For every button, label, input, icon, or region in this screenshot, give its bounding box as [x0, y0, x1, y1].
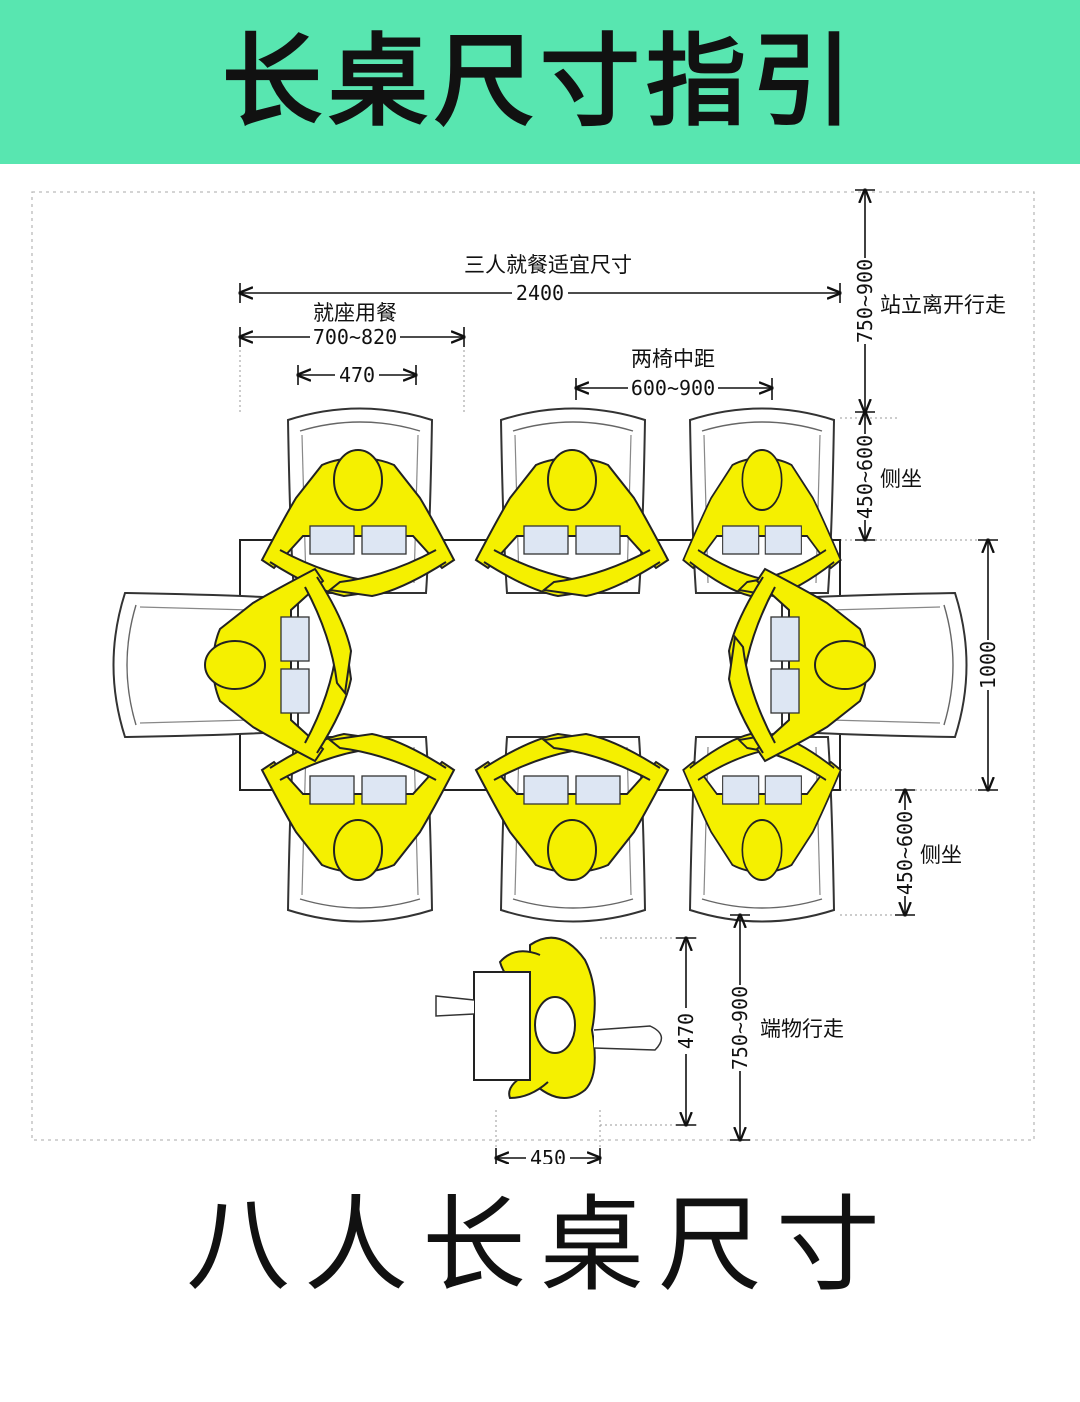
- dim-person-depth: 470: [674, 1008, 698, 1054]
- dim-chair-width: 470: [335, 363, 379, 387]
- dim-walk-clearance: 750~900: [728, 985, 752, 1071]
- tray: [473, 971, 531, 1081]
- label-side-sitting-top: 侧坐: [880, 467, 922, 491]
- svg-text:700~820: 700~820: [313, 325, 397, 349]
- dim-table-depth: 1000: [976, 640, 1000, 690]
- label-standing-leave: 站立离开行走: [880, 293, 1006, 317]
- svg-text:470: 470: [674, 1013, 698, 1049]
- header-banner: 长桌尺寸指引: [0, 0, 1080, 164]
- footer-title: 八人长桌尺寸: [185, 1184, 894, 1306]
- walking-person-head: [534, 996, 576, 1054]
- svg-text:470: 470: [339, 363, 375, 387]
- dim-seated-width: 700~820: [310, 325, 400, 349]
- svg-text:750~900: 750~900: [853, 259, 877, 343]
- label-seated-dining: 就座用餐: [313, 301, 397, 325]
- svg-text:450: 450: [530, 1146, 566, 1164]
- svg-text:1000: 1000: [976, 641, 1000, 689]
- layout-boundary: [31, 191, 1035, 1141]
- dim-person-width: 450: [526, 1146, 570, 1164]
- dim-side-bottom: 450~600: [893, 810, 917, 896]
- label-carrying-walk: 端物行走: [760, 1017, 844, 1041]
- dim-chair-spacing: 600~900: [628, 376, 718, 400]
- svg-text:450~600: 450~600: [893, 811, 917, 895]
- svg-text:450~600: 450~600: [853, 435, 877, 519]
- svg-text:750~900: 750~900: [728, 986, 752, 1070]
- page-title: 长桌尺寸指引: [222, 23, 858, 140]
- dimension-ticks: [239, 189, 998, 1164]
- table-layout-diagram: 2400 700~820 470 600~900 750~900 450~600…: [31, 164, 1035, 1164]
- walking-person: [435, 936, 663, 1100]
- dim-total-width: 2400: [512, 281, 568, 305]
- label-three-person-dining: 三人就餐适宜尺寸: [464, 253, 632, 277]
- label-side-sitting-bottom: 侧坐: [920, 843, 962, 867]
- label-two-chair-spacing: 两椅中距: [631, 347, 715, 371]
- dim-standing-clearance: 750~900: [853, 258, 877, 344]
- svg-text:600~900: 600~900: [631, 376, 715, 400]
- diagram-area: 2400 700~820 470 600~900 750~900 450~600…: [0, 164, 1080, 1164]
- svg-text:2400: 2400: [516, 281, 564, 305]
- dim-side-top: 450~600: [853, 434, 877, 520]
